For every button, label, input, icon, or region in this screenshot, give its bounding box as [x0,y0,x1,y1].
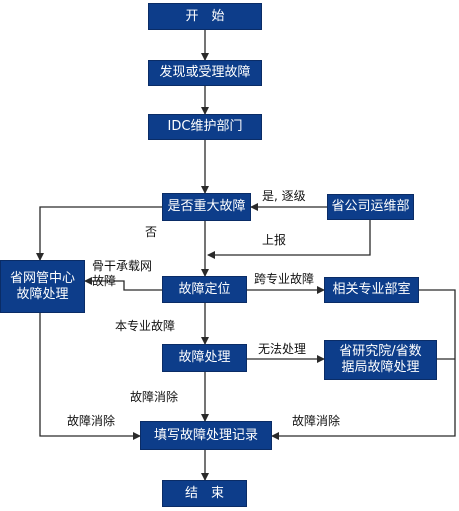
edge-provops-report-up [207,220,371,259]
label-cleared-mid: 故障消除 [130,390,179,404]
node-prov-ops: 省公司运维部 [327,194,414,220]
edge-related-record [271,289,456,440]
label-cleared-right: 故障消除 [292,414,341,428]
node-major-fault: 是否重大故障 [162,193,251,221]
node-handle: 故障处理 [162,344,247,372]
label-cannot-handle: 无法处理 [258,342,307,356]
label-no: 否 [145,225,158,239]
label-own-discipline: 本专业故障 [115,319,176,333]
node-related-dept: 相关专业部室 [324,277,419,303]
label-yes-escalate: 是, 逐级 [262,189,306,203]
label-cleared-left: 故障消除 [67,414,116,428]
node-net-center: 省网管中心 故障处理 [0,260,85,313]
label-backbone-fault: 骨干承载网 故障 [92,259,153,288]
node-end: 结 束 [162,480,247,507]
edge-netcenter-record [39,313,141,440]
node-idc: IDC维护部门 [148,114,262,140]
edge-locate-netcenter [84,277,162,291]
node-locate: 故障定位 [162,276,247,303]
node-discover: 发现或受理故障 [148,60,262,86]
node-record: 填写故障处理记录 [140,421,272,450]
label-cross-discipline: 跨专业故障 [254,272,315,286]
edge-major-netcenter [36,206,162,261]
label-report-up: 上报 [262,233,287,247]
node-research: 省研究院/省数 据局故障处理 [324,340,437,380]
node-start: 开 始 [148,3,262,30]
